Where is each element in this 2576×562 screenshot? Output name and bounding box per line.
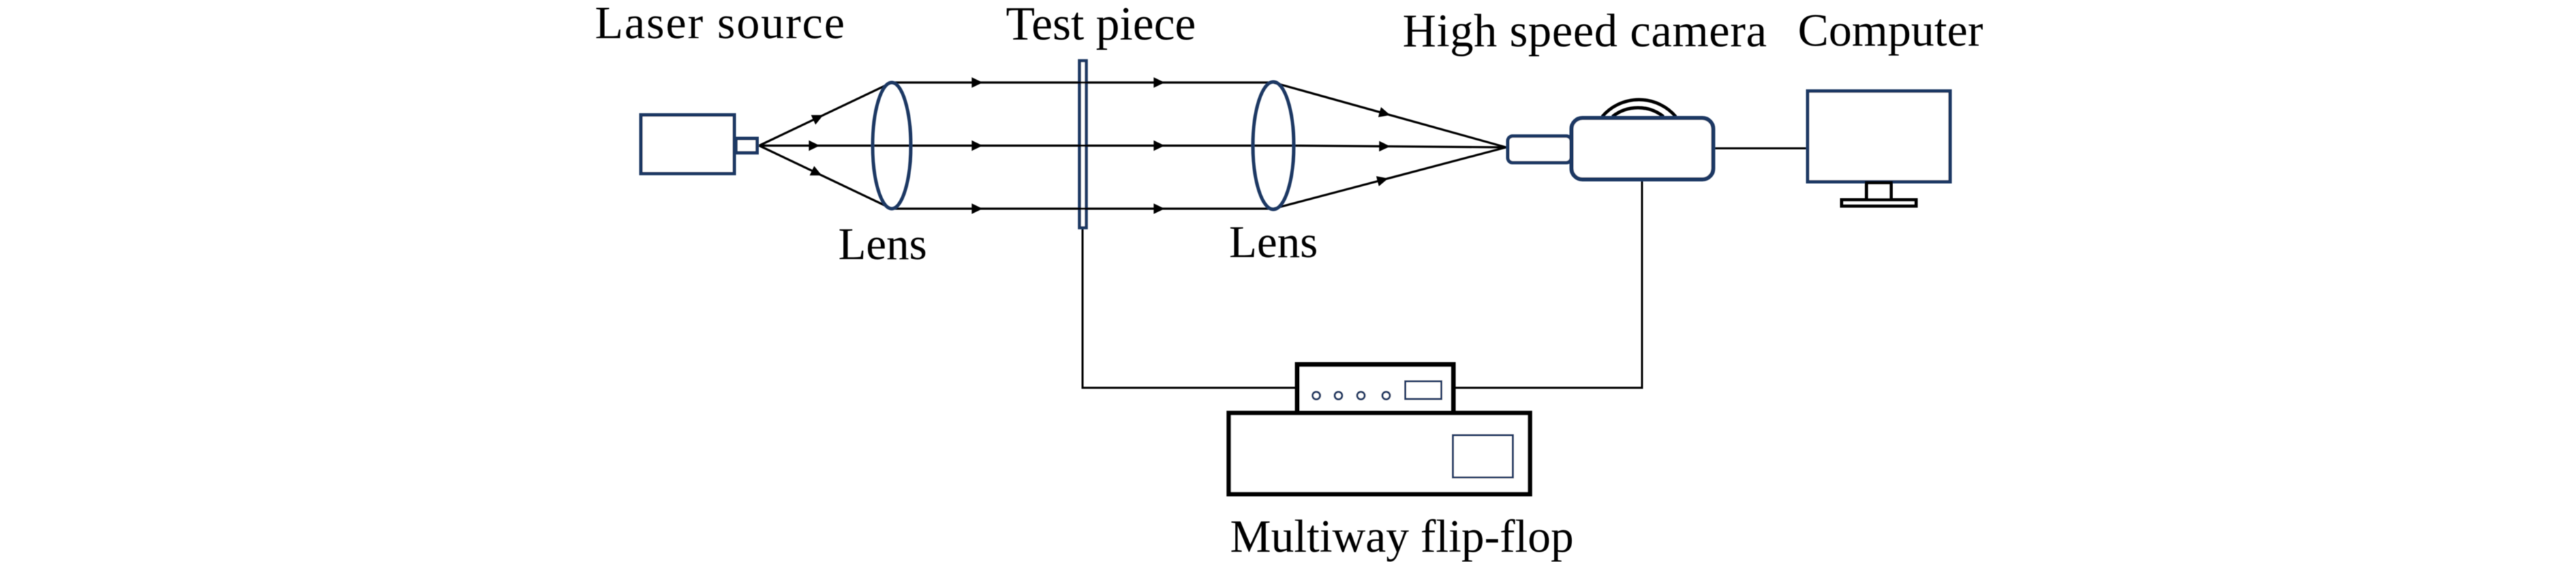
- svg-text:Test piece: Test piece: [1006, 0, 1196, 50]
- svg-text:Laser source: Laser source: [595, 0, 846, 48]
- svg-text:Multiway flip-flop: Multiway flip-flop: [1230, 511, 1574, 562]
- svg-text:High speed camera: High speed camera: [1402, 5, 1767, 57]
- svg-text:Lens: Lens: [1229, 217, 1318, 267]
- svg-text:Computer: Computer: [1798, 4, 1983, 56]
- svg-text:Lens: Lens: [838, 219, 927, 269]
